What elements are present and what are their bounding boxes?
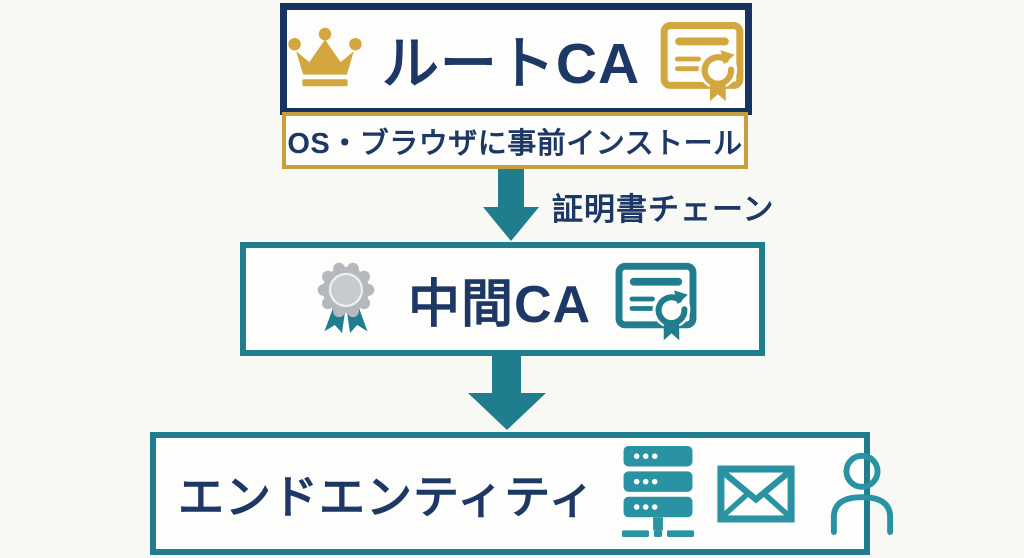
arrow-down-icon [468,355,546,430]
preinstall-note-label: OS・ブラウザに事前インストール [287,127,743,160]
root-ca-box: ルートCA [280,3,752,115]
person-icon [825,450,899,537]
crown-icon [286,26,364,92]
intermediate-ca-box: 中間CA [240,242,765,356]
email-icon [717,465,796,523]
certificate-chain-label: 証明書チェーン [552,192,775,227]
preinstall-note-box: OS・ブラウザに事前インストール [282,112,748,169]
end-entity-label: エンドエンティティ [178,470,596,523]
certificate-icon [658,15,746,103]
end-entity-box: エンドエンティティ [150,432,894,555]
arrow-down-icon [483,169,539,241]
medal-icon [306,258,386,341]
certificate-icon [613,256,699,342]
server-icon [617,444,699,543]
intermediate-ca-label: 中間CA [407,275,592,334]
root-ca-label: ルートCA [381,32,641,96]
